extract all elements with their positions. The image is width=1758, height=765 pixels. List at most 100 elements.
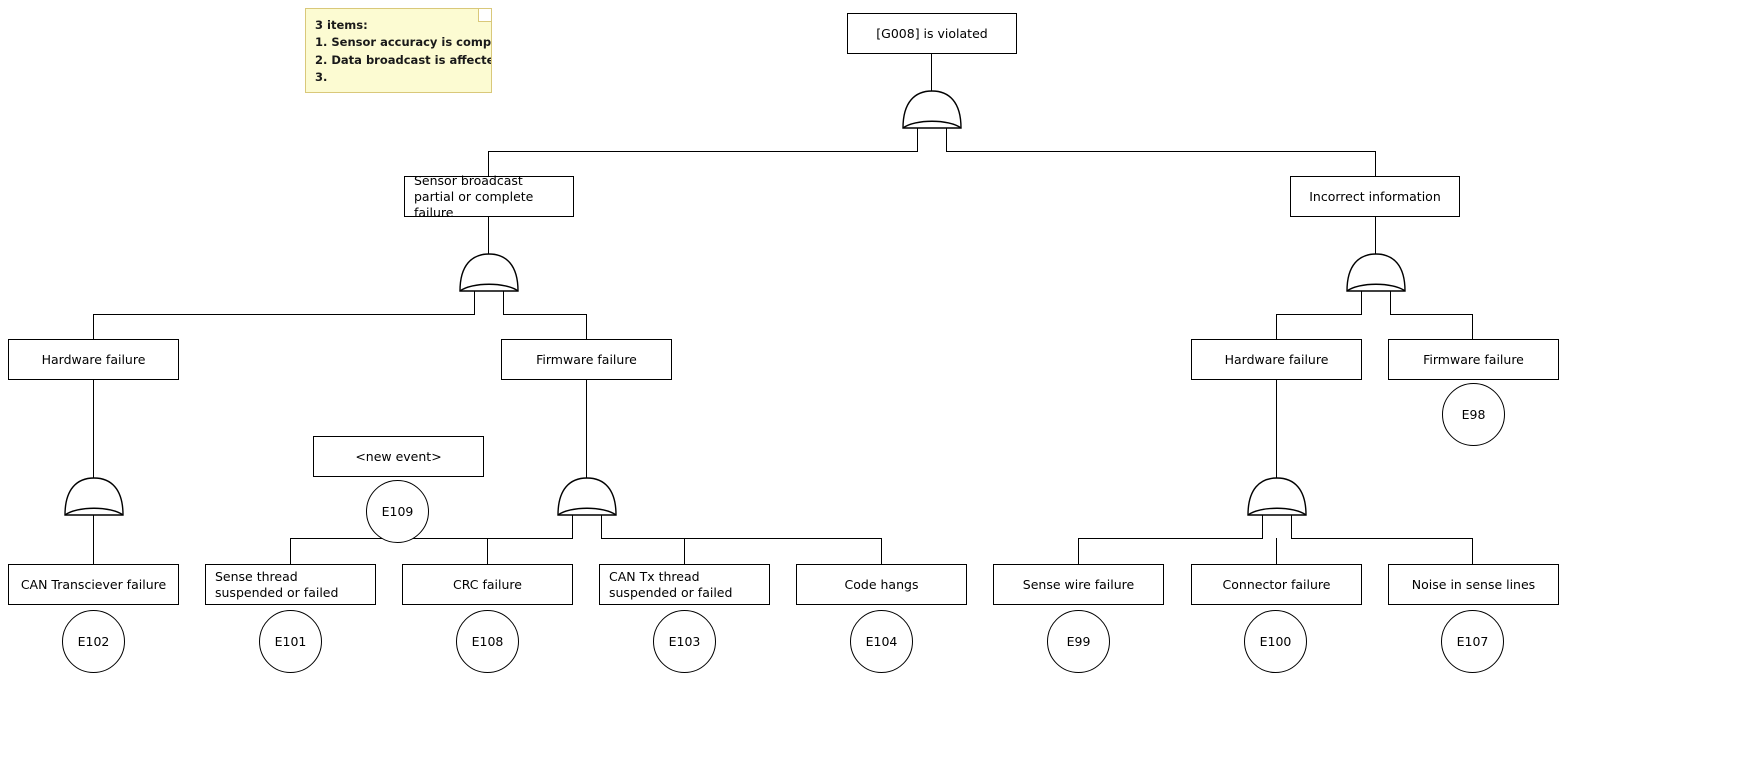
edge-bus-sensor-left bbox=[93, 314, 474, 316]
edge-bus-fwleft-b bbox=[601, 538, 881, 540]
event-circle-e99[interactable]: E99 bbox=[1047, 610, 1110, 673]
node-code-hangs[interactable]: Code hangs bbox=[796, 564, 967, 605]
edge-drop-noise bbox=[1472, 538, 1474, 565]
edge-bus-fwleft-a bbox=[290, 538, 572, 540]
note-item-1: 1. Sensor accuracy is compromised bbox=[315, 35, 492, 50]
event-circle-e98-label: E98 bbox=[1461, 407, 1486, 422]
edge-drop-sense-wire bbox=[1078, 538, 1080, 565]
edge-hwleft-to-gate bbox=[93, 379, 95, 478]
node-connector-failure[interactable]: Connector failure bbox=[1191, 564, 1362, 605]
edge-drop-sense-thread bbox=[290, 538, 292, 565]
event-circle-e100-label: E100 bbox=[1259, 634, 1292, 649]
node-noise-in-sense-lines[interactable]: Noise in sense lines bbox=[1388, 564, 1559, 605]
edge-drop-sensor bbox=[488, 151, 490, 177]
node-firmware-failure-right-label: Firmware failure bbox=[1423, 351, 1524, 367]
edge-sensorgate-leg-right bbox=[503, 289, 505, 315]
node-can-tx-thread-suspended[interactable]: CAN Tx thread suspended or failed bbox=[599, 564, 770, 605]
node-can-transceiver-failure-label: CAN Transciever failure bbox=[20, 576, 167, 592]
edge-bus-sensor-right bbox=[503, 314, 587, 316]
node-sense-thread-suspended[interactable]: Sense thread suspended or failed bbox=[205, 564, 376, 605]
or-gate-hardware-failure-right bbox=[1246, 477, 1308, 517]
edge-drop-connector bbox=[1276, 538, 1278, 565]
node-sensor-broadcast[interactable]: Sensor broadcast partial or complete fai… bbox=[404, 173, 574, 220]
edge-fwleftgate-leg-left bbox=[572, 513, 574, 539]
node-noise-in-sense-lines-label: Noise in sense lines bbox=[1411, 576, 1536, 592]
node-crc-failure-label: CRC failure bbox=[453, 576, 522, 592]
node-incorrect-information[interactable]: Incorrect information bbox=[1290, 176, 1460, 217]
node-firmware-failure-left-label: Firmware failure bbox=[536, 351, 637, 367]
edge-drop-incorrect bbox=[1375, 151, 1377, 177]
edge-fwleftgate-leg-right bbox=[601, 513, 603, 539]
event-circle-e99-label: E99 bbox=[1066, 634, 1091, 649]
edge-fwleft-to-gate bbox=[586, 379, 588, 478]
edge-drop-code-hangs bbox=[881, 538, 883, 565]
node-sense-thread-suspended-label: Sense thread suspended or failed bbox=[215, 568, 339, 600]
edge-bus-hwright-a bbox=[1078, 538, 1262, 540]
edge-bus-hwright-b bbox=[1291, 538, 1472, 540]
note-item-2: 2. Data broadcast is affected bbox=[315, 52, 492, 67]
event-circle-e104[interactable]: E104 bbox=[850, 610, 913, 673]
node-crc-failure[interactable]: CRC failure bbox=[402, 564, 573, 605]
node-firmware-failure-left[interactable]: Firmware failure bbox=[501, 339, 672, 380]
node-sensor-broadcast-label: Sensor broadcast partial or complete fai… bbox=[414, 172, 534, 220]
node-sense-wire-failure[interactable]: Sense wire failure bbox=[993, 564, 1164, 605]
event-circle-e108-label: E108 bbox=[471, 634, 504, 649]
edge-bus-incorrect-left bbox=[1276, 314, 1361, 316]
event-circle-e103[interactable]: E103 bbox=[653, 610, 716, 673]
event-circle-e109-label: E109 bbox=[381, 504, 414, 519]
edge-topgate-leg-right bbox=[946, 126, 948, 152]
event-circle-e108[interactable]: E108 bbox=[456, 610, 519, 673]
edge-sensor-to-gate bbox=[488, 216, 490, 254]
edge-bus-level1-left bbox=[488, 151, 918, 153]
event-circle-e102-label: E102 bbox=[77, 634, 110, 649]
node-incorrect-information-label: Incorrect information bbox=[1309, 188, 1441, 204]
node-sense-wire-failure-label: Sense wire failure bbox=[1022, 576, 1135, 592]
node-firmware-failure-right[interactable]: Firmware failure bbox=[1388, 339, 1559, 380]
node-top-event[interactable]: [G008] is violated bbox=[847, 13, 1017, 54]
node-hardware-failure-left-label: Hardware failure bbox=[41, 351, 146, 367]
event-circle-e98[interactable]: E98 bbox=[1442, 383, 1505, 446]
event-circle-e102[interactable]: E102 bbox=[62, 610, 125, 673]
node-code-hangs-label: Code hangs bbox=[844, 576, 919, 592]
edge-bus-level1-right bbox=[946, 151, 1376, 153]
event-circle-e109[interactable]: E109 bbox=[366, 480, 429, 543]
edge-incorrect-to-gate bbox=[1375, 216, 1377, 254]
event-circle-e103-label: E103 bbox=[668, 634, 701, 649]
node-top-event-label: [G008] is violated bbox=[876, 25, 988, 41]
note-header: 3 items: bbox=[315, 18, 368, 32]
node-new-event[interactable]: <new event> bbox=[313, 436, 484, 477]
note-item-3: 3. bbox=[315, 70, 328, 85]
node-can-transceiver-failure[interactable]: CAN Transciever failure bbox=[8, 564, 179, 605]
or-gate-top-event bbox=[901, 90, 963, 130]
sticky-note[interactable]: 3 items: 1. Sensor accuracy is compromis… bbox=[305, 8, 492, 93]
edge-hwrightgate-leg-right bbox=[1291, 513, 1293, 539]
node-hardware-failure-right-label: Hardware failure bbox=[1224, 351, 1329, 367]
edge-hwleftgate-to-child bbox=[93, 513, 95, 565]
or-gate-hardware-failure-left bbox=[63, 477, 125, 517]
edge-hwright-to-gate bbox=[1276, 379, 1278, 478]
event-circle-e107-label: E107 bbox=[1456, 634, 1489, 649]
event-circle-e101[interactable]: E101 bbox=[259, 610, 322, 673]
or-gate-sensor-broadcast bbox=[458, 253, 520, 293]
node-hardware-failure-right[interactable]: Hardware failure bbox=[1191, 339, 1362, 380]
note-fold-corner bbox=[478, 9, 491, 22]
edge-incorrectgate-leg-right bbox=[1390, 289, 1392, 315]
node-can-tx-thread-suspended-label: CAN Tx thread suspended or failed bbox=[609, 568, 733, 600]
edge-sensorgate-leg-left bbox=[474, 289, 476, 315]
node-new-event-label: <new event> bbox=[355, 448, 442, 464]
edge-drop-fw-left bbox=[586, 314, 588, 340]
or-gate-firmware-failure-left bbox=[556, 477, 618, 517]
edge-incorrectgate-leg-left bbox=[1361, 289, 1363, 315]
edge-drop-fw-right bbox=[1472, 314, 1474, 340]
node-connector-failure-label: Connector failure bbox=[1222, 576, 1331, 592]
event-circle-e100[interactable]: E100 bbox=[1244, 610, 1307, 673]
edge-drop-hw-right bbox=[1276, 314, 1278, 340]
edge-bus-incorrect-right bbox=[1390, 314, 1473, 316]
edge-topgate-leg-left bbox=[917, 126, 919, 152]
event-circle-e101-label: E101 bbox=[274, 634, 307, 649]
edge-drop-crc bbox=[487, 538, 489, 565]
event-circle-e107[interactable]: E107 bbox=[1441, 610, 1504, 673]
or-gate-incorrect-information bbox=[1345, 253, 1407, 293]
node-hardware-failure-left[interactable]: Hardware failure bbox=[8, 339, 179, 380]
